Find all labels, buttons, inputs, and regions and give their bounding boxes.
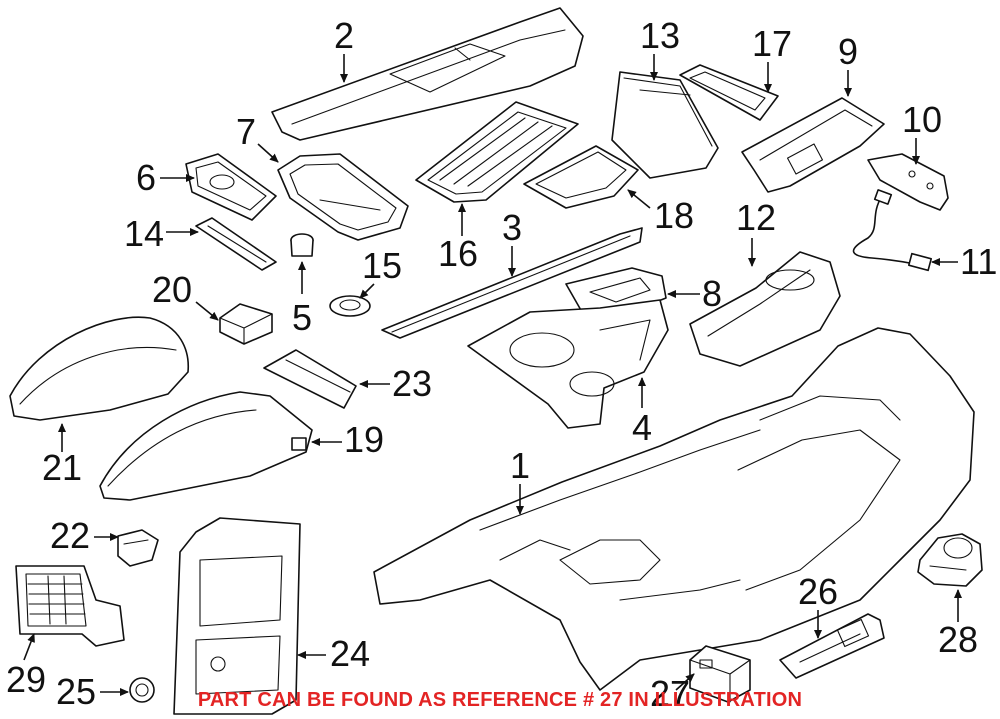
callout-3: 3 <box>502 207 522 248</box>
part-3-trim-strip <box>381 227 643 339</box>
callout-13: 13 <box>640 15 680 56</box>
callout-1: 1 <box>510 445 530 486</box>
callout-15: 15 <box>362 245 402 286</box>
part-23-cover <box>263 349 357 409</box>
callout-4: 4 <box>632 407 652 448</box>
part-21-armrest-lid <box>9 316 190 421</box>
callout-24: 24 <box>330 633 370 674</box>
callout-17: 17 <box>752 23 792 64</box>
part-17-small-tray <box>679 64 779 121</box>
callout-11: 11 <box>960 241 997 282</box>
callout-9: 9 <box>838 31 858 72</box>
part-10-bracket <box>867 153 949 211</box>
part-20-block <box>219 303 273 345</box>
callout-21: 21 <box>42 447 82 488</box>
part-14-mat-strip <box>195 217 277 271</box>
part-12-tray-bin <box>689 251 841 367</box>
part-29-vent <box>15 565 125 647</box>
callout-23: 23 <box>392 363 432 404</box>
callout-29: 29 <box>6 659 46 700</box>
callout-20: 20 <box>152 269 192 310</box>
part-27-switch-unit <box>689 645 751 703</box>
part-6-cup-insert <box>185 153 277 221</box>
part-28-gear-selector <box>917 533 983 587</box>
reference-note: PART CAN BE FOUND AS REFERENCE # 27 IN I… <box>197 689 803 711</box>
callout-28: 28 <box>938 619 978 660</box>
part-19-armrest-base <box>99 391 313 501</box>
part-5-plug <box>290 233 314 257</box>
part-7-tray-mat <box>277 153 409 241</box>
callout-6: 6 <box>136 157 156 198</box>
part-25-knob <box>129 677 155 703</box>
callout-22: 22 <box>50 515 90 556</box>
callout-2: 2 <box>334 15 354 56</box>
part-2-top-trim-panel <box>271 7 584 141</box>
part-26-switch-panel <box>779 613 885 679</box>
callout-26: 26 <box>798 571 838 612</box>
part-16-large-mat <box>415 101 579 203</box>
part-24-rear-panel <box>173 517 301 715</box>
callout-7: 7 <box>236 111 256 152</box>
part-15-grommet <box>329 295 371 317</box>
callout-8: 8 <box>702 273 722 314</box>
part-13-storage-box <box>611 71 719 179</box>
callout-16: 16 <box>438 233 478 274</box>
part-4-cupholder-insert <box>467 299 669 429</box>
callout-19: 19 <box>344 419 384 460</box>
callout-12: 12 <box>736 197 776 238</box>
callout-5: 5 <box>292 297 312 338</box>
callout-27: 27 <box>650 673 690 714</box>
part-22-clip <box>117 529 159 567</box>
callout-14: 14 <box>124 213 164 254</box>
part-9-bracket-tray <box>741 97 885 193</box>
callout-25: 25 <box>56 671 96 712</box>
part-11-wire-harness <box>852 189 933 272</box>
callout-10: 10 <box>902 99 942 140</box>
part-18-tray <box>523 145 639 209</box>
part-1-main-console <box>373 327 975 691</box>
callout-18: 18 <box>654 195 694 236</box>
